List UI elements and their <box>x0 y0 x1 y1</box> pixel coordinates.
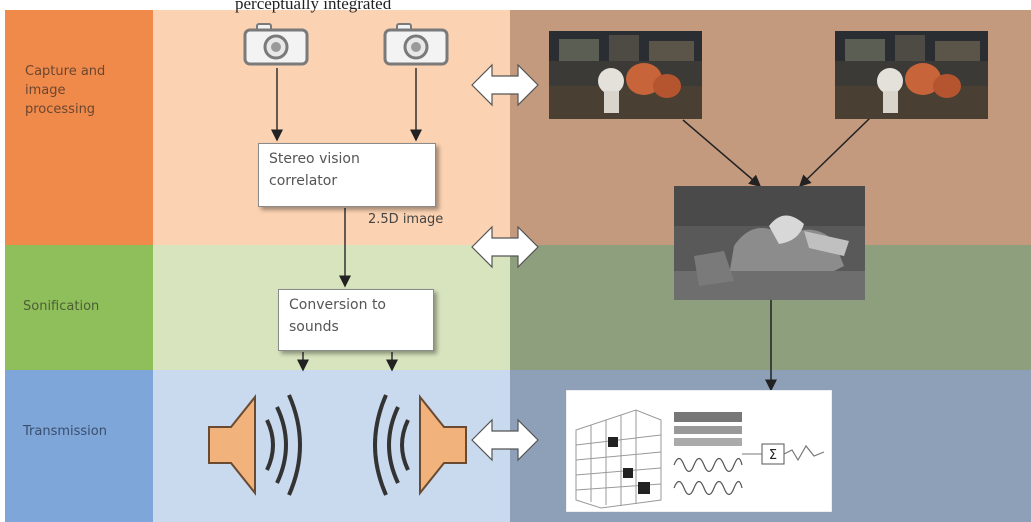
camera-icon <box>243 22 309 70</box>
double-arrow-icon <box>471 418 539 462</box>
transmission-label: Transmission <box>23 424 107 439</box>
depth-map-image <box>674 186 865 304</box>
stereo-correlator-label: Stereo vision correlator <box>269 151 360 189</box>
left-camera-photo <box>549 31 702 123</box>
stereo-correlator-box: Stereo vision correlator <box>258 143 436 207</box>
capture-label-cell: Capture and image processing <box>5 10 153 245</box>
arrow-photo-right <box>798 117 871 188</box>
sound-visualization-image: Σ <box>565 389 833 516</box>
sonification-label-cell: Sonification <box>5 245 153 370</box>
capture-label: Capture and image processing <box>25 64 106 117</box>
double-arrow-icon <box>471 63 539 107</box>
speaker-icon <box>205 385 315 509</box>
svg-text:Σ: Σ <box>769 448 777 463</box>
speaker-icon <box>360 385 470 509</box>
double-arrow-icon <box>471 225 539 269</box>
conversion-label: Conversion to sounds <box>289 297 386 335</box>
arrow-photo-left <box>682 119 762 187</box>
transmission-label-cell: Transmission <box>5 370 153 522</box>
conversion-box: Conversion to sounds <box>278 289 434 351</box>
top-caption: perceptually integrated <box>235 0 392 13</box>
image-type-label: 2.5D image <box>368 212 444 227</box>
sonification-label: Sonification <box>23 299 100 314</box>
right-camera-photo <box>835 31 988 123</box>
camera-icon <box>383 22 449 70</box>
